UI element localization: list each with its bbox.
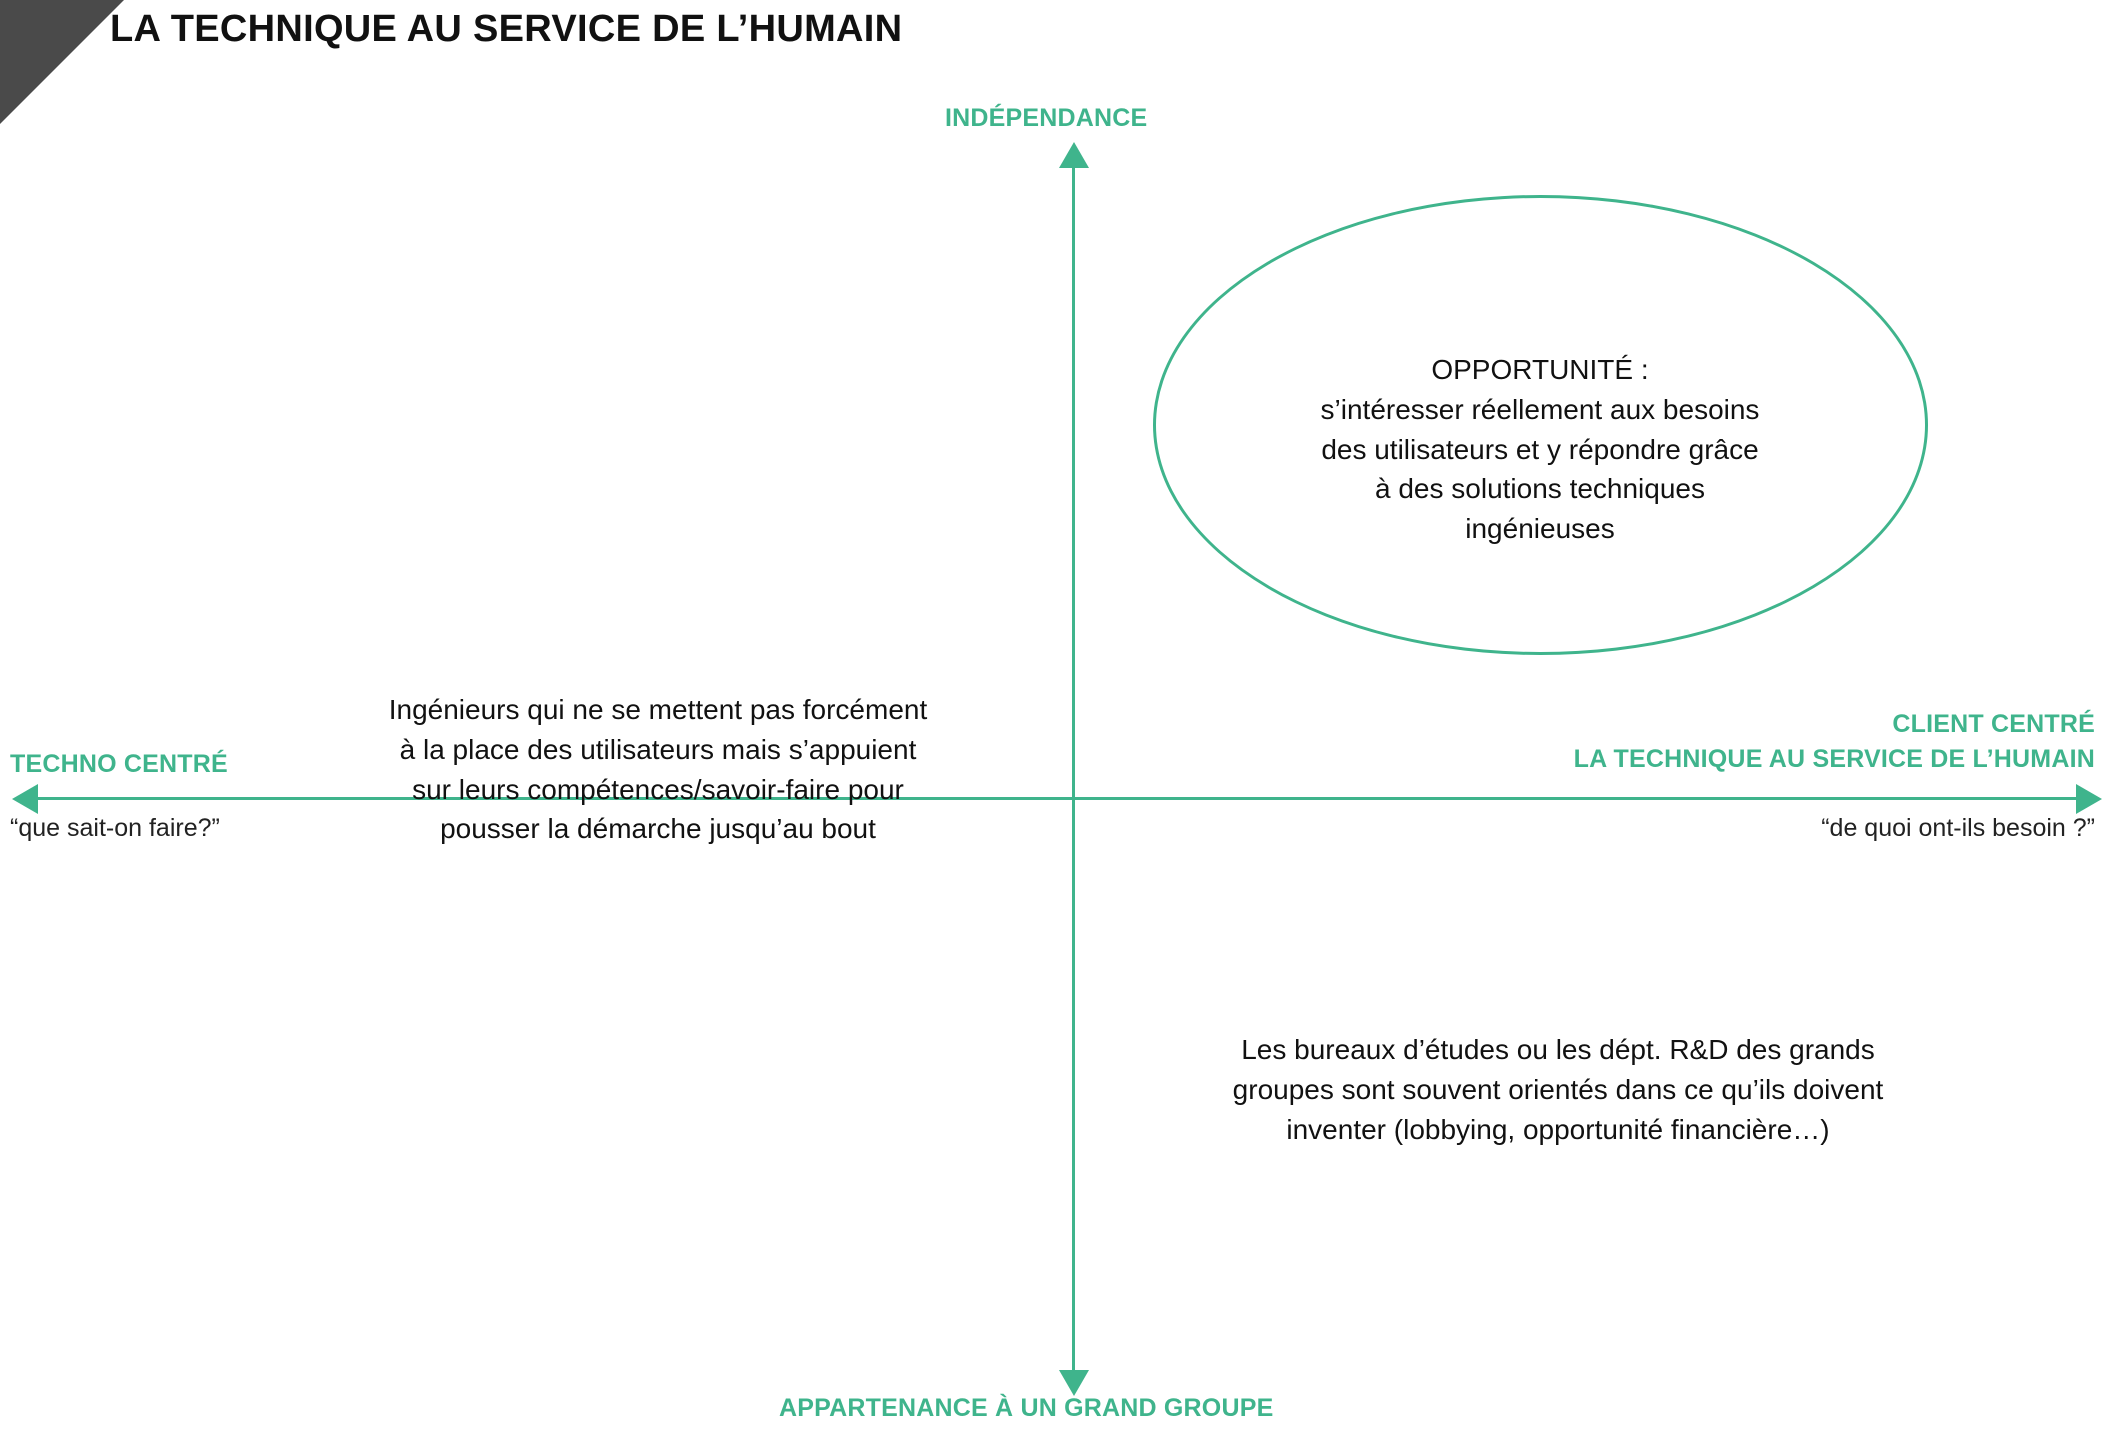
- arrow-up-icon: [1059, 142, 1089, 168]
- arrow-right-icon: [2076, 784, 2102, 814]
- axis-label-client-centre: CLIENT CENTRÉ: [1892, 710, 2095, 738]
- corner-wedge-decoration: [0, 0, 124, 124]
- opportunity-text: OPPORTUNITÉ :s’intéresser réellement aux…: [1320, 354, 1760, 544]
- arrow-left-icon: [12, 784, 38, 814]
- axis-label-independance: INDÉPENDANCE: [945, 104, 1148, 132]
- vertical-axis-line: [1072, 158, 1075, 1373]
- arrow-down-icon: [1059, 1370, 1089, 1396]
- axis-label-techno-centre: TECHNO CENTRÉ: [10, 750, 228, 778]
- annotation-left-quadrant: Ingénieurs qui ne se mettent pas forcéme…: [388, 694, 928, 845]
- page-title: LA TECHNIQUE AU SERVICE DE L’HUMAIN: [110, 8, 903, 50]
- axis-quote-right: “de quoi ont-ils besoin ?”: [1821, 814, 2095, 842]
- opportunity-ellipse-shape: [1153, 195, 1928, 655]
- horizontal-axis-line: [28, 797, 2080, 800]
- annotation-bottom-right-quadrant: Les bureaux d’études ou les dépt. R&D de…: [1232, 1034, 1884, 1145]
- axis-label-appartenance: APPARTENANCE À UN GRAND GROUPE: [779, 1394, 1274, 1422]
- axis-label-technique-humain: LA TECHNIQUE AU SERVICE DE L’HUMAIN: [1573, 745, 2095, 773]
- axis-quote-left: “que sait-on faire?”: [10, 814, 220, 842]
